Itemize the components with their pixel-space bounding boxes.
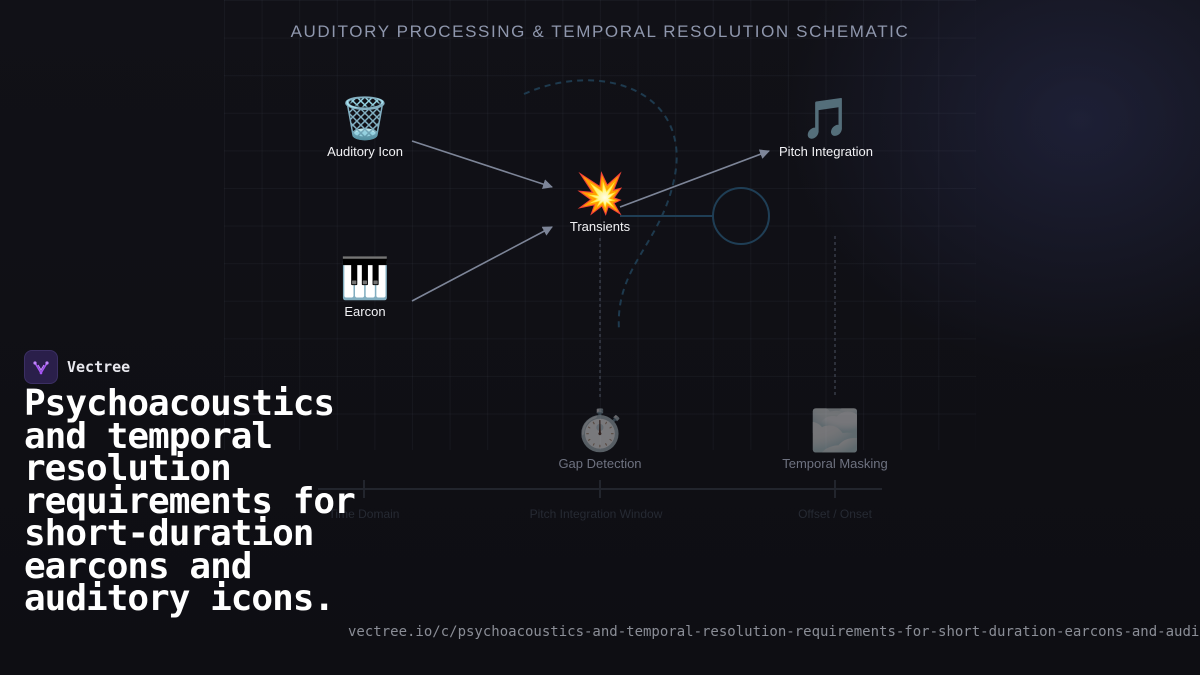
arrow-earcon-to-transients [411, 226, 553, 302]
page-title: Psychoacoustics and temporal resolution … [24, 383, 356, 619]
decorative-curve [523, 79, 678, 331]
node-label: Transients [569, 219, 631, 234]
node-label: Temporal Masking [782, 456, 888, 471]
node-temporal-masking: 🌫️ Temporal Masking [755, 408, 915, 471]
node-gap-detection: ⏱️ Gap Detection [520, 408, 680, 471]
node-label: Auditory Icon [327, 144, 403, 159]
node-transients: 💥 Transients [520, 171, 680, 234]
collision-icon: 💥 [575, 172, 625, 216]
decorative-circle [712, 187, 770, 245]
node-label: Earcon [344, 304, 386, 319]
brand-name: Vectree [67, 358, 131, 376]
timeline-label: Offset / Onset [798, 507, 872, 521]
node-label: Gap Detection [558, 456, 642, 471]
arrow-auditory-icon-to-transients [411, 140, 553, 189]
page-url-link[interactable]: vectree.io/c/psychoacoustics-and-tempora… [348, 624, 1200, 640]
timeline-label: Time Domain [328, 507, 400, 521]
piano-keys-icon: 🎹 [340, 257, 390, 301]
timeline-label: Pitch Integration Window [529, 507, 663, 521]
arrow-transients-to-pitch-integration [619, 149, 770, 208]
node-earcon: 🎹 Earcon [285, 256, 445, 319]
fog-icon: 🌫️ [810, 409, 860, 453]
vectree-logo-icon [24, 350, 58, 384]
node-label: Pitch Integration [779, 144, 873, 159]
schematic-title: AUDITORY PROCESSING & TEMPORAL RESOLUTIO… [290, 22, 910, 41]
node-pitch-integration: 🎵 Pitch Integration [746, 96, 906, 159]
brand[interactable]: Vectree [24, 350, 130, 384]
wastebasket-icon: 🗑️ [340, 97, 390, 141]
node-auditory-icon: 🗑️ Auditory Icon [285, 96, 445, 159]
musical-note-icon: 🎵 [801, 97, 851, 141]
stopwatch-icon: ⏱️ [575, 409, 625, 453]
background-grid [224, 0, 976, 450]
